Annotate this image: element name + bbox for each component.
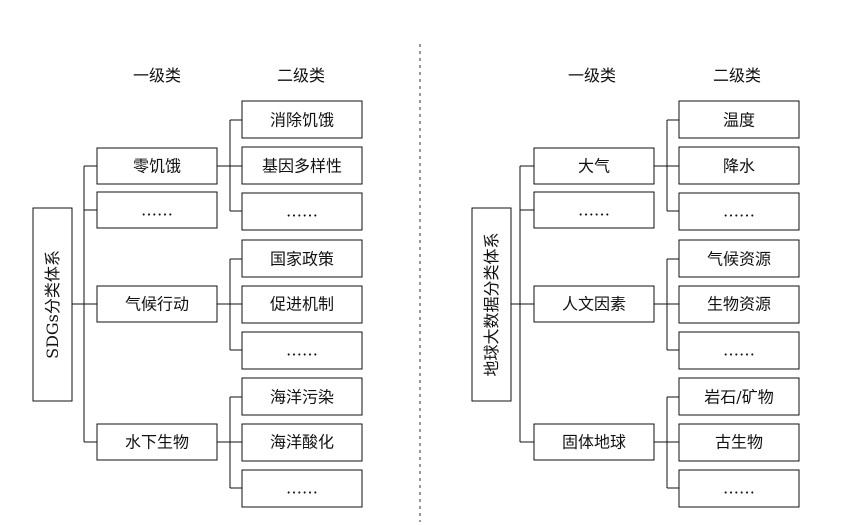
sdgs-group-label: …… [141, 201, 173, 220]
sdgs-panel [32, 100, 363, 508]
sdgs-level2-header: 二级类 [277, 66, 325, 85]
earth-child-box [678, 469, 800, 508]
earth-child-box [678, 192, 800, 231]
earth-child-box [678, 146, 800, 185]
sdgs-child-label: 国家政策 [270, 250, 334, 269]
sdgs-group-label: 气候行动 [125, 295, 189, 314]
earth-root-box [471, 207, 512, 402]
earth-child-label: 温度 [723, 111, 755, 130]
earth-child-label: 古生物 [715, 433, 763, 452]
sdgs-child-label: …… [286, 479, 318, 498]
earth-group-label: 固体地球 [562, 433, 626, 452]
earth-group-label: 大气 [578, 157, 610, 176]
earth-group-box [533, 191, 655, 229]
earth-group-box [533, 285, 655, 323]
earth-child-label: …… [723, 202, 755, 221]
sdgs-child-box [241, 192, 363, 231]
earth-group-box [533, 147, 655, 185]
sdgs-level1-header: 一级类 [133, 66, 181, 85]
earth-child-label: 气候资源 [707, 250, 771, 269]
earth-level2-header: 二级类 [713, 66, 761, 85]
sdgs-child-label: 消除饥饿 [270, 111, 334, 130]
sdgs-group-box [96, 147, 218, 185]
earth-child-box [678, 331, 800, 370]
sdgs-child-label: 基因多样性 [262, 157, 342, 176]
sdgs-child-label: …… [286, 202, 318, 221]
sdgs-child-box [241, 423, 363, 462]
sdgs-child-box [241, 285, 363, 324]
earth-child-box [678, 239, 800, 278]
sdgs-child-label: …… [286, 341, 318, 360]
earth-child-box [678, 285, 800, 324]
sdgs-child-label: 海洋酸化 [270, 433, 334, 452]
sdgs-child-box [241, 377, 363, 416]
sdgs-child-box [241, 469, 363, 508]
sdgs-child-box [241, 331, 363, 370]
earth-group-box [533, 423, 655, 461]
earth-child-label: 降水 [723, 157, 755, 176]
earth-child-box [678, 377, 800, 416]
sdgs-group-box [96, 191, 218, 229]
sdgs-child-box [241, 100, 363, 139]
earth-group-label: …… [578, 201, 610, 220]
earth-level1-header: 一级类 [568, 66, 616, 85]
sdgs-group-label: 水下生物 [125, 433, 189, 452]
sdgs-root-box [32, 207, 73, 402]
sdgs-group-label: 零饥饿 [133, 157, 181, 176]
earth-child-label: …… [723, 341, 755, 360]
earth-group-label: 人文因素 [562, 295, 626, 314]
sdgs-root-label: SDGs分类体系 [43, 250, 62, 359]
sdgs-child-label: 促进机制 [270, 295, 334, 314]
earth-child-box [678, 100, 800, 139]
earth-child-label: 岩石/矿物 [704, 388, 773, 407]
earth-child-box [678, 423, 800, 462]
sdgs-group-box [96, 423, 218, 461]
sdgs-child-label: 海洋污染 [270, 388, 334, 407]
earth-big-data-panel [471, 100, 800, 508]
earth-child-label: 生物资源 [707, 295, 771, 314]
sdgs-child-box [241, 146, 363, 185]
earth-root-label: 地球大数据分类体系 [482, 232, 501, 376]
sdgs-child-box [241, 239, 363, 278]
earth-child-label: …… [723, 479, 755, 498]
